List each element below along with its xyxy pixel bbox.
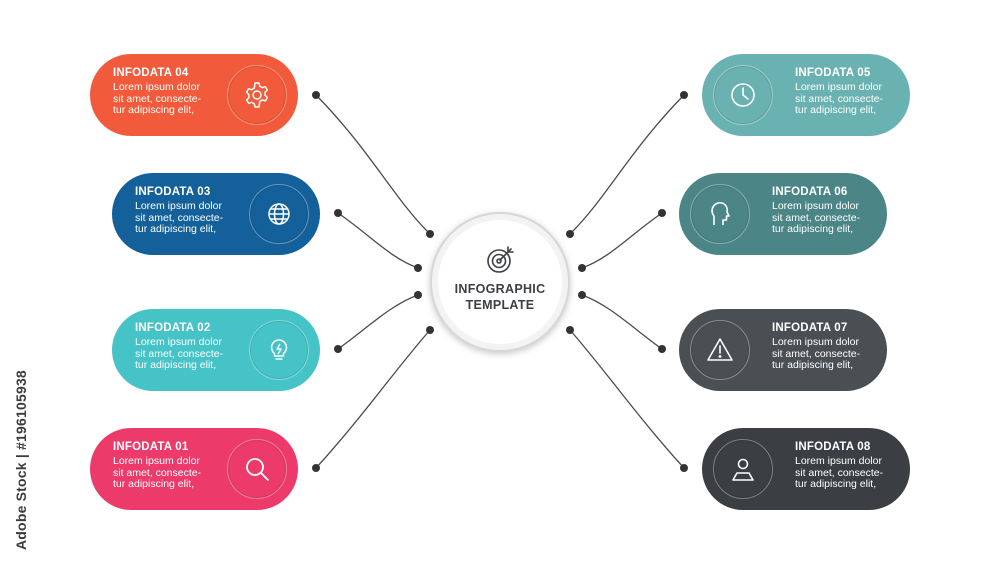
clock-icon bbox=[713, 65, 773, 125]
card-body-line: sit amet, consecte- bbox=[135, 347, 224, 360]
connector-dot bbox=[426, 230, 434, 238]
infodata-card-01: INFODATA 01 Lorem ipsum dolor sit amet, … bbox=[90, 428, 298, 510]
magnifier-icon bbox=[227, 439, 287, 499]
card-body-line: sit amet, consecte- bbox=[135, 211, 224, 224]
card-body-line: Lorem ipsum dolor bbox=[135, 336, 222, 348]
card-body: Lorem ipsum dolor sit amet, consecte- tu… bbox=[795, 455, 913, 491]
connector-04 bbox=[315, 94, 431, 235]
stock-credit-text: Adobe Stock | #196105938 bbox=[13, 370, 29, 550]
card-body-line: sit amet, consecte- bbox=[772, 211, 861, 224]
infodata-card-02: INFODATA 02 Lorem ipsum dolor sit amet, … bbox=[112, 309, 320, 391]
card-body-line: sit amet, consecte- bbox=[113, 92, 202, 105]
card-body-line: tur adipiscing elit, bbox=[135, 359, 217, 371]
card-title: INFODATA 04 bbox=[113, 67, 189, 79]
infodata-card-08: INFODATA 08 Lorem ipsum dolor sit amet, … bbox=[702, 428, 910, 510]
card-body-line: sit amet, consecte- bbox=[795, 92, 884, 105]
center-title-line2: TEMPLATE bbox=[465, 298, 535, 312]
card-body: Lorem ipsum dolor sit amet, consecte- tu… bbox=[135, 336, 253, 372]
card-body-line: tur adipiscing elit, bbox=[795, 478, 877, 490]
infodata-card-03: INFODATA 03 Lorem ipsum dolor sit amet, … bbox=[112, 173, 320, 255]
connector-dot bbox=[680, 464, 688, 472]
card-body: Lorem ipsum dolor sit amet, consecte- tu… bbox=[135, 200, 253, 236]
card-body-line: Lorem ipsum dolor bbox=[795, 81, 882, 93]
connector-dot bbox=[680, 91, 688, 99]
card-body-line: tur adipiscing elit, bbox=[113, 104, 195, 116]
card-body-line: tur adipiscing elit, bbox=[113, 478, 195, 490]
card-body-line: tur adipiscing elit, bbox=[135, 223, 217, 235]
card-body-line: Lorem ipsum dolor bbox=[795, 455, 882, 467]
card-body-line: tur adipiscing elit, bbox=[795, 104, 877, 116]
connector-dot bbox=[334, 209, 342, 217]
card-body-line: tur adipiscing elit, bbox=[772, 359, 854, 371]
card-title: INFODATA 07 bbox=[772, 322, 848, 334]
connector-dot bbox=[334, 345, 342, 353]
infodata-card-05: INFODATA 05 Lorem ipsum dolor sit amet, … bbox=[702, 54, 910, 136]
stock-credit: Adobe Stock | #196105938 bbox=[10, 320, 34, 550]
card-body-line: sit amet, consecte- bbox=[795, 466, 884, 479]
lightbulb-icon bbox=[249, 320, 309, 380]
card-body-line: sit amet, consecte- bbox=[113, 466, 202, 479]
connector-dot bbox=[312, 91, 320, 99]
card-title: INFODATA 05 bbox=[795, 67, 871, 79]
infodata-card-04: INFODATA 04 Lorem ipsum dolor sit amet, … bbox=[90, 54, 298, 136]
card-body: Lorem ipsum dolor sit amet, consecte- tu… bbox=[113, 81, 231, 117]
target-icon bbox=[487, 246, 514, 273]
connector-07 bbox=[581, 294, 663, 350]
connector-03 bbox=[337, 212, 419, 269]
connector-dot bbox=[578, 264, 586, 272]
card-body: Lorem ipsum dolor sit amet, consecte- tu… bbox=[795, 81, 913, 117]
globe-icon bbox=[249, 184, 309, 244]
card-title: INFODATA 03 bbox=[135, 186, 211, 198]
connector-dot bbox=[312, 464, 320, 472]
card-title: INFODATA 08 bbox=[795, 441, 871, 453]
center-title-line1: INFOGRAPHIC bbox=[454, 282, 546, 296]
card-body: Lorem ipsum dolor sit amet, consecte- tu… bbox=[772, 200, 890, 236]
connector-dot bbox=[414, 291, 422, 299]
card-body: Lorem ipsum dolor sit amet, consecte- tu… bbox=[113, 455, 231, 491]
card-body-line: Lorem ipsum dolor bbox=[113, 455, 200, 467]
connector-06 bbox=[581, 212, 663, 269]
connector-08 bbox=[569, 329, 685, 469]
connector-dot bbox=[658, 345, 666, 353]
connector-01 bbox=[315, 329, 431, 469]
center-circle: INFOGRAPHIC TEMPLATE bbox=[430, 212, 570, 352]
connector-dot bbox=[414, 264, 422, 272]
card-body-line: Lorem ipsum dolor bbox=[772, 200, 859, 212]
card-body-line: Lorem ipsum dolor bbox=[772, 336, 859, 348]
connector-dot bbox=[566, 326, 574, 334]
gear-icon bbox=[227, 65, 287, 125]
card-body-line: tur adipiscing elit, bbox=[772, 223, 854, 235]
connector-dot bbox=[566, 230, 574, 238]
connector-05 bbox=[569, 94, 685, 235]
connector-02 bbox=[337, 294, 419, 350]
card-body: Lorem ipsum dolor sit amet, consecte- tu… bbox=[772, 336, 890, 372]
card-title: INFODATA 01 bbox=[113, 441, 189, 453]
connector-dot bbox=[578, 291, 586, 299]
connector-dot bbox=[658, 209, 666, 217]
card-body-line: Lorem ipsum dolor bbox=[113, 81, 200, 93]
warning-icon bbox=[690, 320, 750, 380]
infodata-card-06: INFODATA 06 Lorem ipsum dolor sit amet, … bbox=[679, 173, 887, 255]
card-title: INFODATA 02 bbox=[135, 322, 211, 334]
card-body-line: Lorem ipsum dolor bbox=[135, 200, 222, 212]
infodata-card-07: INFODATA 07 Lorem ipsum dolor sit amet, … bbox=[679, 309, 887, 391]
card-title: INFODATA 06 bbox=[772, 186, 848, 198]
card-body-line: sit amet, consecte- bbox=[772, 347, 861, 360]
head-profile-icon bbox=[690, 184, 750, 244]
map-pin-icon bbox=[713, 439, 773, 499]
connector-dot bbox=[426, 326, 434, 334]
